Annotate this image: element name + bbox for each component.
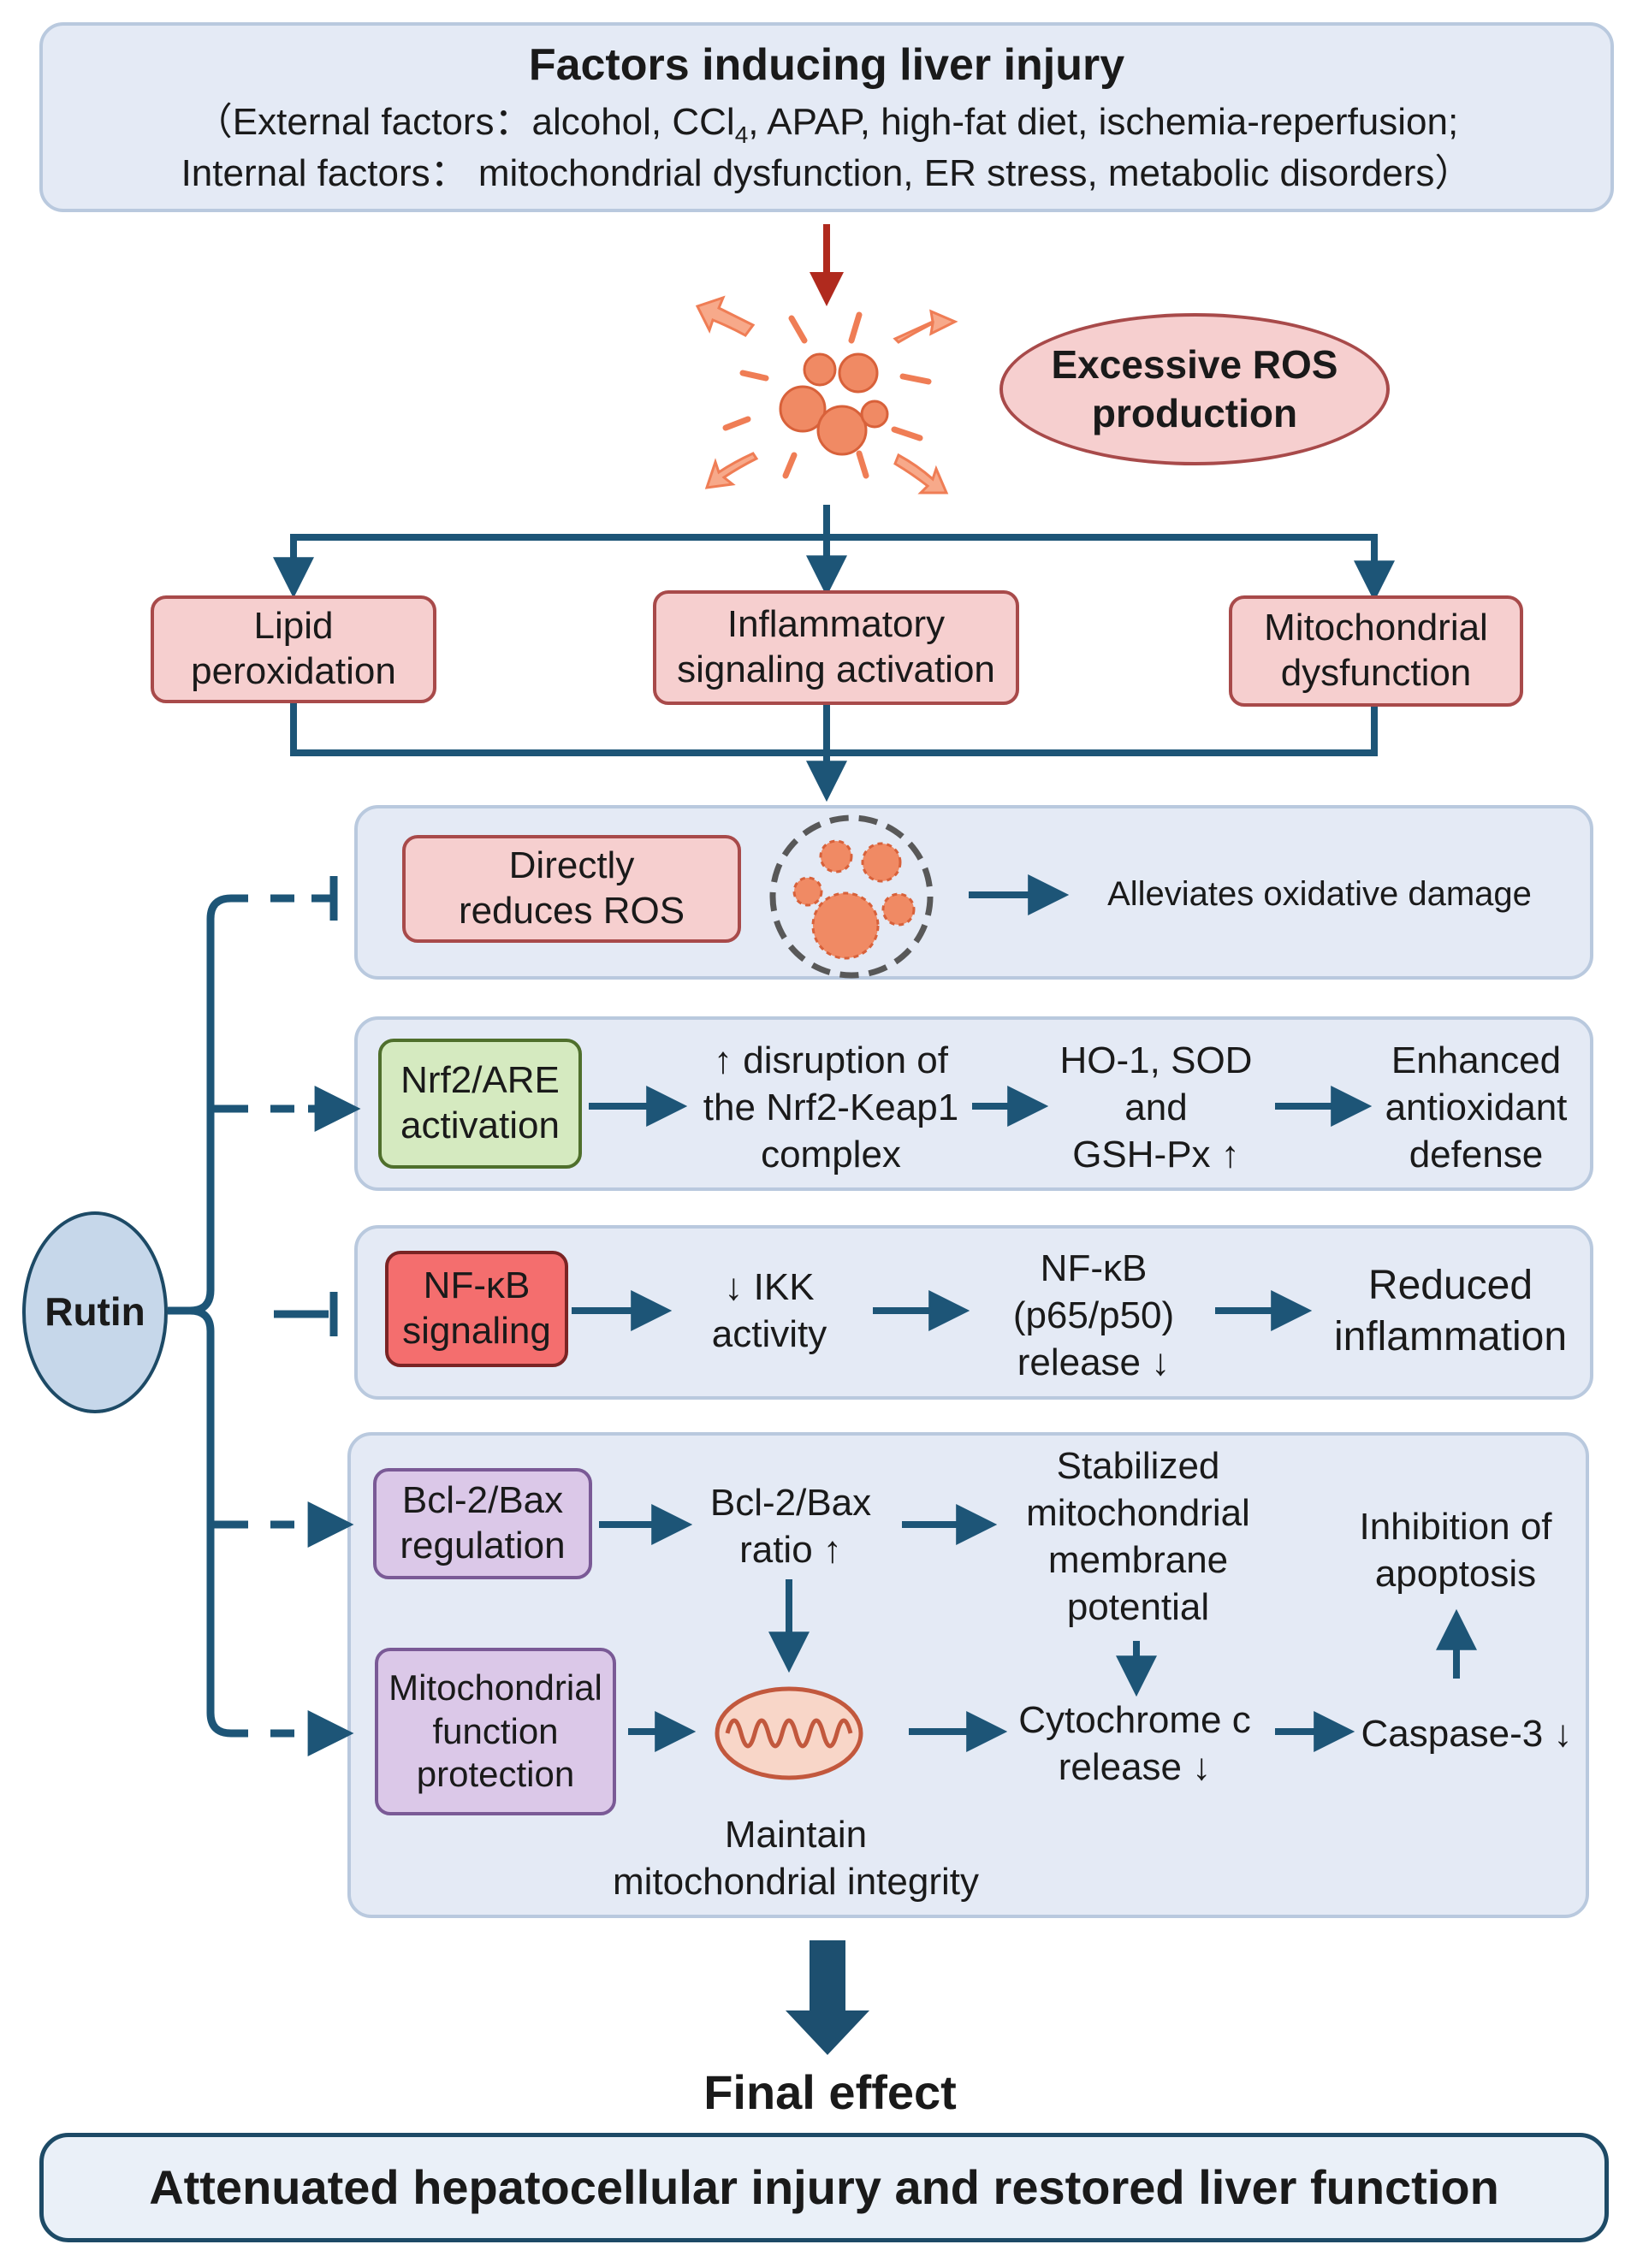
rutin-bracket — [168, 894, 248, 1738]
rutin-label: Rutin — [44, 1289, 145, 1335]
alleviates-text: Alleviates oxidative damage — [1107, 875, 1532, 913]
stabilized-membrane-potential: Stabilized mitochondrial membrane potent… — [984, 1434, 1292, 1639]
final-result-text: Attenuated hepatocellular injury and res… — [149, 2160, 1499, 2214]
final-result-panel — [39, 2133, 1609, 2242]
converge-connector — [290, 703, 1378, 756]
ikk-line1: ↓ IKK — [724, 1266, 815, 1308]
reduced-inflammation: Reduced inflammation — [1309, 1256, 1592, 1367]
nfkb-line1: NF-κB — [423, 1264, 531, 1307]
nrf2-outcome-line2: antioxidant — [1385, 1086, 1568, 1128]
cyto-line1: Cytochrome c — [1018, 1699, 1251, 1741]
ros-burst-arrows — [695, 295, 958, 494]
nrf2-step1-line3: complex — [761, 1133, 901, 1175]
ros-label-line1: Excessive ROS — [1051, 341, 1338, 387]
bcl2-bax-regulation-box: Bcl-2/Bax regulation — [373, 1468, 592, 1579]
nfkb-release: NF-κB (p65/p50) release ↓ — [957, 1239, 1231, 1391]
header-title: Factors inducing liver injury — [528, 40, 1125, 91]
maintain-line2: mitochondrial integrity — [613, 1861, 979, 1903]
inhibition-line1: Inhibition of — [1359, 1506, 1552, 1548]
inflammatory-line1: Inflammatory — [727, 603, 946, 646]
inhibition-line2: apoptosis — [1374, 1553, 1537, 1595]
stabilized-line4: potential — [1066, 1586, 1210, 1628]
nrf2-outcome-line3: defense — [1409, 1133, 1544, 1175]
final-result: Attenuated hepatocellular injury and res… — [39, 2133, 1609, 2242]
final-arrow — [786, 1940, 869, 2055]
mitochondrial-line1: Mitochondrial — [1264, 607, 1488, 649]
mitoprot-line1: Mitochondrial — [388, 1667, 602, 1708]
directly-line2: reduces ROS — [458, 890, 685, 932]
ros-branch-connector — [290, 512, 1378, 571]
header-external-factors: （External factors：alcohol, CCl4, APAP, h… — [194, 101, 1459, 148]
final-effect-text: Final effect — [703, 2065, 957, 2119]
nrf2-step2-line2: and — [1124, 1086, 1188, 1128]
alleviates-oxidative-damage: Alleviates oxidative damage — [1063, 864, 1576, 924]
rutin-ellipse: Rutin — [22, 1211, 168, 1413]
nfkb-step2-line3: release ↓ — [1017, 1341, 1171, 1383]
ros-ellipse: Excessive ROS production — [999, 313, 1390, 465]
nrf2-step1-line2: the Nrf2-Keap1 — [703, 1086, 959, 1128]
inhibition-of-apoptosis: Inhibition of apoptosis — [1323, 1497, 1588, 1603]
nfkb-line2: signaling — [402, 1310, 551, 1352]
bcl-line1: Bcl-2/Bax — [401, 1479, 564, 1522]
lipid-line2: peroxidation — [191, 650, 396, 692]
maintain-mitochondrial-integrity: Maintain mitochondrial integrity — [565, 1805, 1027, 1911]
lipid-line1: Lipid — [253, 605, 334, 648]
cytochrome-c-release: Cytochrome c release ↓ — [989, 1691, 1280, 1797]
ros-scavenge-icon — [769, 814, 934, 979]
caspase-3: Caspase-3 ↓ — [1347, 1706, 1587, 1761]
header-internal-factors: Internal factors： mitochondrial dysfunct… — [181, 151, 1473, 194]
ikk-activity: ↓ IKK activity — [659, 1258, 880, 1364]
nfkb-step2-line2: (p65/p50) — [1012, 1294, 1175, 1336]
caspase-text: Caspase-3 ↓ — [1361, 1712, 1573, 1755]
nrf2-outcome-line1: Enhanced — [1391, 1039, 1562, 1081]
lipid-peroxidation-box: Lipid peroxidation — [151, 595, 436, 703]
cyto-line2: release ↓ — [1058, 1746, 1212, 1788]
mitoprot-line3: protection — [416, 1754, 575, 1795]
bcl2-bax-ratio: Bcl-2/Bax ratio ↑ — [685, 1473, 897, 1579]
stabilized-line3: membrane — [1047, 1539, 1229, 1581]
nrf2-step1-line1: ↑ disruption of — [714, 1039, 948, 1081]
header-text: Factors inducing liver injury （External … — [39, 29, 1614, 205]
final-effect-label: Final effect — [513, 2060, 1147, 2125]
ros-particles — [779, 352, 889, 456]
nrf2-step2-line1: HO-1, SOD — [1059, 1039, 1253, 1081]
enhanced-antioxidant-defense: Enhanced antioxidant defense — [1361, 1032, 1592, 1182]
mitochondrion-icon — [715, 1686, 863, 1780]
stabilized-line2: mitochondrial — [1026, 1492, 1250, 1534]
maintain-line1: Maintain — [724, 1814, 868, 1856]
ros-burst-icon — [722, 311, 932, 479]
ratio-line2: ratio ↑ — [739, 1529, 842, 1571]
inflammatory-line2: signaling activation — [677, 648, 995, 690]
header-panel — [39, 22, 1614, 212]
nrf2-keap1-disruption: ↑ disruption of the Nrf2-Keap1 complex — [673, 1032, 989, 1182]
reduced-line1: Reduced — [1367, 1263, 1533, 1308]
nf-kb-signaling-box: NF-κB signaling — [385, 1251, 568, 1367]
inhibition-bars — [274, 876, 338, 1336]
mitochondrial-function-protection-box: Mitochondrial function protection — [375, 1648, 616, 1815]
mitochondrial-dysfunction-box: Mitochondrial dysfunction — [1229, 595, 1523, 707]
antioxidant-enzymes: HO-1, SOD and GSH-Px ↑ — [1032, 1032, 1280, 1182]
ros-label-line2: production — [1091, 391, 1298, 435]
ikk-line2: activity — [711, 1313, 827, 1355]
nrf2-line1: Nrf2/ARE — [400, 1059, 560, 1102]
mitoprot-line2: function — [432, 1710, 559, 1751]
stabilized-line1: Stabilized — [1056, 1445, 1220, 1487]
nfkb-step2-line1: NF-κB — [1040, 1247, 1148, 1289]
nrf2-are-activation-box: Nrf2/ARE activation — [378, 1039, 582, 1169]
nrf2-step2-line3: GSH-Px ↑ — [1072, 1133, 1240, 1175]
reduced-line2: inflammation — [1333, 1314, 1568, 1359]
directly-line1: Directly — [508, 844, 635, 887]
directly-reduces-ros-box: Directly reduces ROS — [402, 835, 741, 943]
bcl-line2: regulation — [400, 1525, 566, 1566]
ratio-line1: Bcl-2/Bax — [709, 1482, 872, 1524]
inflammatory-signaling-box: Inflammatory signaling activation — [653, 590, 1019, 705]
rutin-branch-dashes — [270, 894, 330, 1738]
mitochondrial-line2: dysfunction — [1280, 652, 1472, 694]
nrf2-line2: activation — [400, 1104, 560, 1146]
